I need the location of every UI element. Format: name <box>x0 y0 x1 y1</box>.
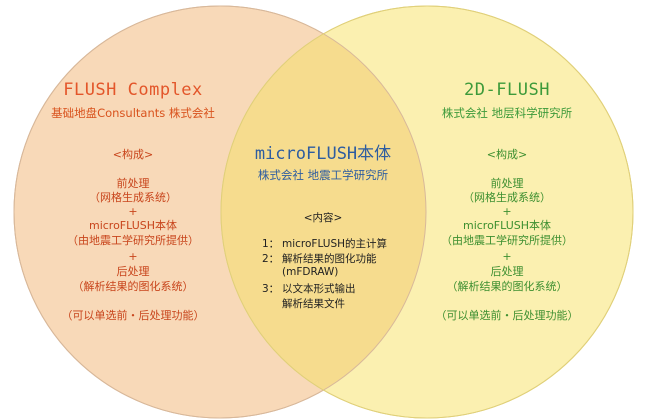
list-item-text: 解析结果文件 <box>282 298 345 310</box>
right-item-2: （网格生成系统） <box>463 191 551 204</box>
right-item-5: （由地震工学研究所提供） <box>441 234 573 247</box>
list-item: 2：解析结果的图化功能 <box>262 251 387 266</box>
list-item-text: 解析结果的图化功能 <box>282 253 377 265</box>
list-item: 解析结果文件 <box>262 296 387 311</box>
overlap-region <box>221 6 426 418</box>
left-title: FLUSH Complex <box>63 80 203 100</box>
right-section-heading: <构成> <box>486 148 528 161</box>
right-item-1: 前处理 <box>490 177 524 190</box>
right-title: 2D-FLUSH <box>464 80 550 100</box>
right-company: 株式会社 地层科学研究所 <box>441 106 573 120</box>
center-title: microFLUSH本体 <box>254 144 392 164</box>
right-item-7: 后处理 <box>490 265 524 278</box>
list-item: (mFDRAW) <box>262 266 387 281</box>
center-company: 株式会社 地震工学研究所 <box>257 168 389 182</box>
list-item-text: (mFDRAW) <box>282 266 339 278</box>
center-section-heading: <内容> <box>303 212 343 224</box>
list-item: 1：microFLUSH的主计算 <box>262 236 387 251</box>
list-item-text: 以文本形式输出 <box>282 283 356 295</box>
left-item-3: + <box>128 205 138 218</box>
left-item-6: + <box>128 250 138 263</box>
left-item-7: 后处理 <box>116 265 150 278</box>
left-item-8: （解析结果的图化系统） <box>72 280 194 293</box>
left-item-1: 前处理 <box>116 177 150 190</box>
right-item-6: + <box>502 250 512 263</box>
right-item-8: （解析结果的图化系统） <box>446 280 568 293</box>
left-company: 基础地盘Consultants 株式会社 <box>51 106 215 120</box>
list-item: 3：以文本形式输出 <box>262 281 387 296</box>
left-note: （可以单选前・后处理功能） <box>61 309 205 322</box>
left-item-5: （由地震工学研究所提供） <box>67 234 199 247</box>
list-item-text: microFLUSH的主计算 <box>282 238 388 250</box>
right-item-3: + <box>502 205 512 218</box>
left-section-heading: <构成> <box>112 148 154 161</box>
list-item-number: 2： <box>262 253 280 265</box>
right-item-4: microFLUSH本体 <box>462 219 552 232</box>
left-item-2: （网格生成系统） <box>89 191 177 204</box>
list-item-number: 3： <box>262 283 280 295</box>
list-item-number: 1： <box>262 238 280 250</box>
left-item-4: microFLUSH本体 <box>88 219 178 232</box>
right-note: （可以单选前・后处理功能） <box>435 309 579 322</box>
center-content-list: 1：microFLUSH的主计算 2：解析结果的图化功能 (mFDRAW) 3：… <box>262 236 387 311</box>
